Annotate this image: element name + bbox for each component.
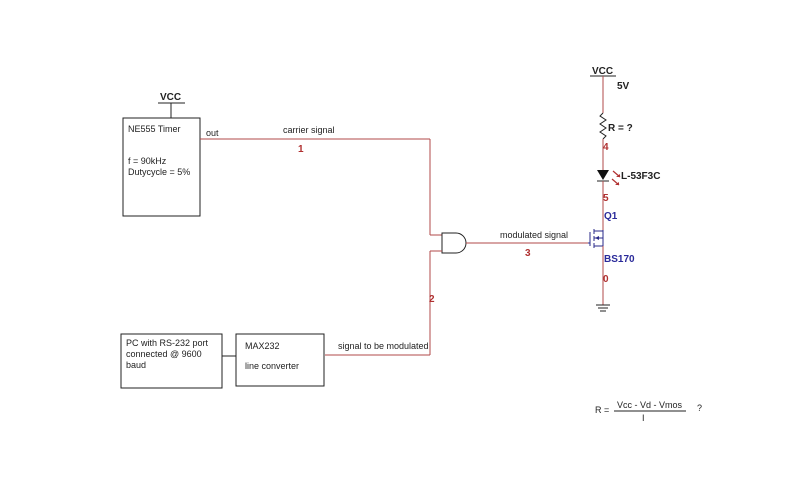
pc-line-3: baud	[126, 360, 146, 370]
pc-block: PC with RS-232 port connected @ 9600 bau…	[120, 333, 236, 389]
node-0-label: 0	[603, 274, 609, 285]
branch-vcc-label: VCC	[592, 66, 613, 77]
modulating-wire: signal to be modulated 2	[325, 251, 435, 356]
transistor-part-label: BS170	[604, 254, 635, 265]
led-arrowhead-1	[616, 174, 620, 177]
timer-title: NE555 Timer	[128, 124, 181, 134]
timer-box	[122, 117, 201, 217]
body-arrow-icon	[595, 236, 599, 240]
max232-subtitle: line converter	[245, 361, 299, 371]
carrier-signal-label: carrier signal	[283, 125, 335, 135]
resistor-icon	[599, 112, 607, 140]
and-gate-body	[441, 232, 467, 254]
formula-numerator: Vcc - Vd - Vmos	[617, 400, 683, 410]
node-1-label: 1	[298, 144, 304, 155]
ne555-timer-block: VCC NE555 Timer f = 90kHz Dutycycle = 5%…	[122, 92, 219, 217]
node-5-label: 5	[603, 193, 609, 204]
node-4-label: 4	[603, 142, 609, 153]
and-gate: modulated signal 3	[430, 230, 588, 259]
pc-line-1: PC with RS-232 port	[126, 338, 209, 348]
node-3-label: 3	[525, 248, 531, 259]
modulated-signal-label: modulated signal	[500, 230, 568, 240]
led-arrowhead-2	[615, 182, 619, 185]
supply-voltage-label: 5V	[617, 81, 630, 92]
timer-frequency: f = 90kHz	[128, 156, 167, 166]
led-part-label: L-53F3C	[621, 171, 660, 182]
pc-box	[120, 333, 223, 389]
node-2-label: 2	[429, 294, 435, 305]
led-icon	[597, 170, 609, 180]
resistor-formula: R = Vcc - Vd - Vmos I ?	[595, 400, 702, 423]
carrier-wire: carrier signal 1	[200, 125, 442, 236]
max232-title: MAX232	[245, 341, 280, 351]
signal-to-be-modulated-label: signal to be modulated	[338, 341, 429, 351]
transistor-ref-label: Q1	[604, 211, 618, 222]
max232-box	[235, 333, 325, 387]
max232-block: MAX232 line converter	[235, 333, 325, 387]
timer-dutycycle: Dutycycle = 5%	[128, 167, 190, 177]
timer-out-label: out	[206, 128, 219, 138]
pc-line-2: connected @ 9600	[126, 349, 202, 359]
led-branch: VCC 5V R = ? 4 L-53F3C 5	[590, 66, 660, 230]
formula-lhs: R =	[595, 405, 609, 415]
resistor-label: R = ?	[608, 123, 633, 134]
timer-vcc-label: VCC	[160, 92, 181, 103]
formula-suffix: ?	[697, 403, 702, 413]
mosfet-q1: Q1 BS170 0	[588, 211, 635, 312]
formula-denominator: I	[642, 413, 645, 423]
